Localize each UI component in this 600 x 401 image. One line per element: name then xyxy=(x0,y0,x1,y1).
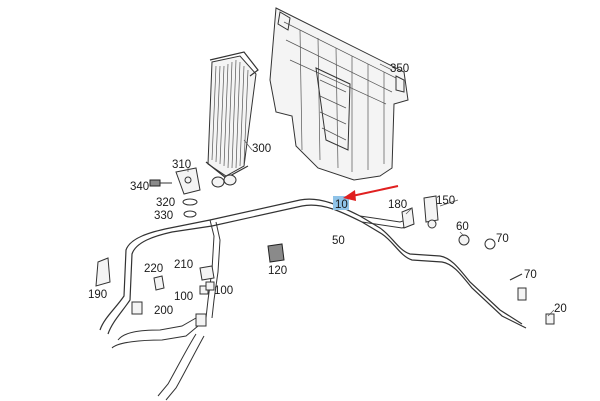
callout-10: 10 xyxy=(335,199,348,211)
pin-70-lower[interactable] xyxy=(509,273,523,281)
callout-210: 210 xyxy=(174,259,193,271)
connector-20[interactable] xyxy=(517,287,555,325)
callout-50: 50 xyxy=(332,235,345,247)
callout-20: 20 xyxy=(554,303,567,315)
callout-300: 300 xyxy=(252,143,271,155)
callout-310: 310 xyxy=(172,159,191,171)
callout-320: 320 xyxy=(156,197,175,209)
clip-180[interactable] xyxy=(401,207,415,229)
callout-200: 200 xyxy=(154,305,173,317)
seal-330[interactable] xyxy=(183,210,197,218)
oil-cooler[interactable] xyxy=(205,51,259,188)
highlight-box xyxy=(333,196,349,210)
connector-200[interactable] xyxy=(131,301,207,327)
callout-330: 330 xyxy=(154,210,173,222)
radiator-frame[interactable] xyxy=(269,7,409,181)
callout-190: 190 xyxy=(88,289,107,301)
callout-120: 120 xyxy=(268,265,287,277)
callout-60: 60 xyxy=(456,221,469,233)
bolt-340[interactable] xyxy=(149,179,172,187)
leader-lines xyxy=(187,63,555,317)
callout-220: 220 xyxy=(144,263,163,275)
callout-100-right: 100 xyxy=(214,285,233,297)
callout-100-left: 100 xyxy=(174,291,193,303)
callout-150: 150 xyxy=(436,195,455,207)
bracket-310[interactable] xyxy=(175,167,201,195)
red-arrow xyxy=(343,185,399,201)
callout-70-upper: 70 xyxy=(496,233,509,245)
callout-70-lower: 70 xyxy=(524,269,537,281)
plug-60[interactable] xyxy=(458,234,470,246)
clamp-100-b[interactable] xyxy=(205,281,215,291)
clip-220[interactable] xyxy=(153,275,165,291)
bracket-190[interactable] xyxy=(95,257,111,287)
callout-180: 180 xyxy=(388,199,407,211)
bracket-150[interactable] xyxy=(423,195,439,229)
seal-70-upper[interactable] xyxy=(484,238,496,250)
seal-320[interactable] xyxy=(182,198,198,206)
clip-210[interactable] xyxy=(199,265,215,281)
callout-350: 350 xyxy=(390,63,409,75)
bracket-120[interactable] xyxy=(267,243,285,263)
callout-340: 340 xyxy=(130,181,149,193)
